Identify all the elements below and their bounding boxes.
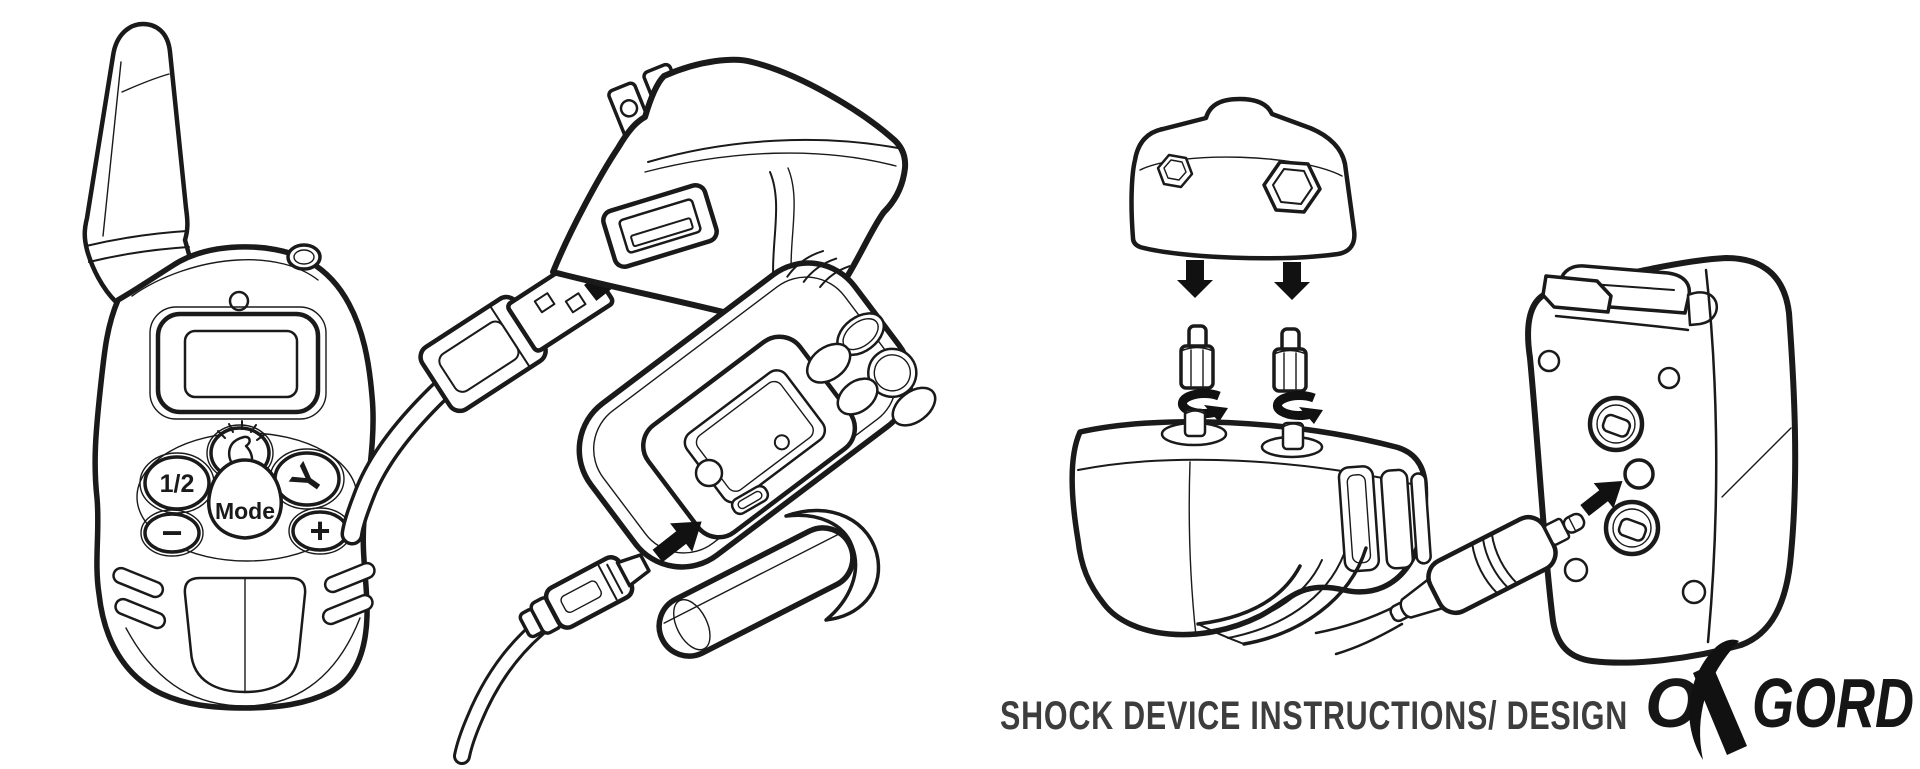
brand-logo-cross bbox=[1693, 664, 1747, 755]
rotate-arrow-icon bbox=[1273, 390, 1323, 424]
contact-point-left bbox=[1179, 324, 1215, 390]
electrode-hole-top bbox=[1587, 395, 1645, 453]
micro-usb-port bbox=[730, 484, 770, 516]
electrode-hole-bottom bbox=[1603, 499, 1661, 557]
lcd-screen bbox=[149, 306, 327, 420]
indicator-led-perspective bbox=[773, 434, 790, 451]
micro-usb-connector bbox=[518, 553, 651, 639]
antenna-perspective bbox=[656, 525, 856, 659]
insert-arrow-icon bbox=[1580, 480, 1623, 517]
plus-button-label: + bbox=[309, 510, 330, 551]
collar-receiver-exploded bbox=[1069, 96, 1432, 646]
collar-strap-bands bbox=[1196, 546, 1368, 646]
top-side-button bbox=[286, 243, 322, 271]
down-arrow-icon bbox=[1274, 262, 1310, 300]
dc-plug bbox=[1389, 512, 1586, 623]
micro-usb-cable bbox=[453, 521, 702, 765]
side-seam bbox=[1704, 268, 1718, 644]
grip-ripples bbox=[786, 250, 851, 289]
brand-logo: O GORD bbox=[1645, 639, 1914, 760]
battery-door bbox=[183, 576, 307, 694]
usb-cable-fill bbox=[344, 372, 460, 542]
usb-port bbox=[601, 183, 719, 269]
mode-button-label: Mode bbox=[215, 498, 275, 524]
usb-wall-adapter bbox=[550, 56, 909, 326]
minus-button: − bbox=[140, 509, 204, 557]
antenna-detail-lines bbox=[85, 61, 190, 263]
charging-port bbox=[1623, 458, 1655, 490]
antenna bbox=[82, 21, 194, 305]
bottom-contour bbox=[125, 617, 361, 707]
remote-perspective-body bbox=[576, 250, 937, 570]
top-side-button-inner bbox=[293, 249, 315, 265]
down-arrow-icon bbox=[1177, 260, 1213, 298]
plus-button: + bbox=[288, 507, 352, 555]
insert-arrow-icon bbox=[652, 521, 702, 563]
hex-socket-small bbox=[1156, 153, 1194, 189]
sheet-title: SHOCK DEVICE INSTRUCTIONS/ DESIGN bbox=[1000, 694, 1628, 738]
receiver-back-outline bbox=[1525, 255, 1799, 666]
remote-perspective bbox=[453, 250, 937, 765]
belt-clip bbox=[1541, 264, 1718, 332]
screw-holes bbox=[1537, 349, 1707, 605]
channel-button-label: 1/2 bbox=[160, 470, 195, 498]
remote-front: 1/2 Y Mode − + bbox=[82, 21, 376, 711]
side-power-button bbox=[694, 458, 724, 488]
antenna-sheath bbox=[784, 508, 881, 622]
indicator-led bbox=[228, 290, 250, 312]
mode-button: Mode bbox=[207, 458, 283, 540]
charging-cable bbox=[1314, 480, 1623, 656]
receiver-back-view bbox=[1314, 255, 1799, 666]
receiver-body-outline bbox=[1069, 418, 1429, 638]
threaded-post-right bbox=[1281, 421, 1305, 451]
usb-a-cable bbox=[340, 249, 646, 546]
receiver-unit bbox=[1069, 408, 1432, 646]
contact-point-right bbox=[1272, 327, 1308, 393]
minus-button-label: − bbox=[161, 512, 182, 553]
channel-button: 1/2 bbox=[139, 452, 215, 514]
strap-slots bbox=[1337, 465, 1432, 573]
test-light-cap bbox=[1129, 96, 1357, 261]
brand-logo-gord: GORD bbox=[1752, 664, 1914, 742]
side-highlight bbox=[1721, 427, 1792, 498]
keypad-perspective bbox=[805, 312, 937, 427]
side-grips bbox=[112, 561, 376, 630]
threaded-post-left bbox=[1183, 408, 1207, 438]
